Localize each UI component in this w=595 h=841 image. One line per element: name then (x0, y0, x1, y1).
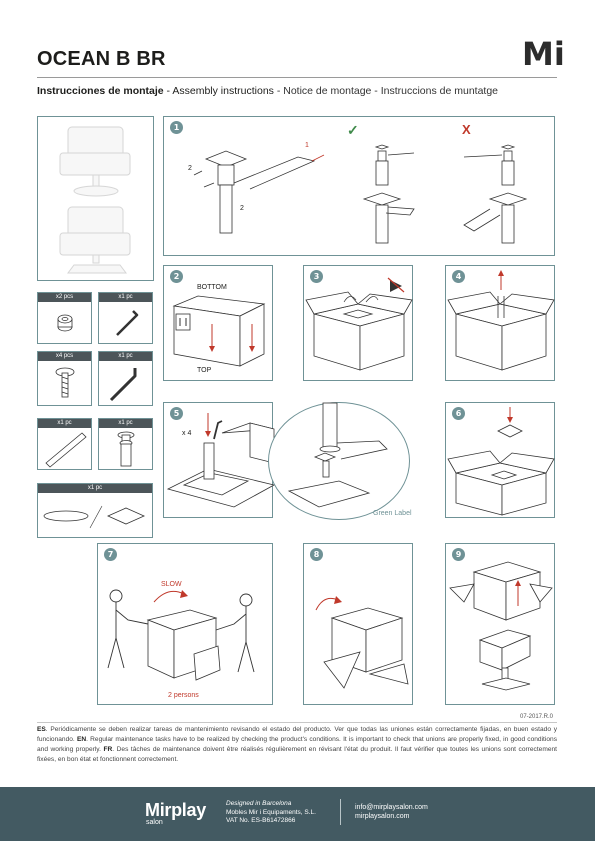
step-4-panel: 4 (445, 265, 555, 381)
footer-salon: salon (146, 819, 163, 826)
footer-website-link[interactable]: mirplaysalon.com (355, 813, 410, 820)
part-qty-label: x1 pc (38, 419, 91, 428)
sleeve-nut-icon (57, 314, 73, 332)
step-1-panel: 1 1 2 2 ✓ X (163, 116, 555, 256)
allen-key-small-icon (116, 310, 139, 336)
part-qty-label: x1 pc (99, 419, 152, 428)
bolt-icon (55, 367, 75, 398)
allen-key-large-icon (109, 368, 137, 402)
bottom-label: BOTTOM (197, 284, 227, 291)
mi-logo: Mi (522, 35, 565, 73)
step-8-illustration (315, 596, 409, 689)
step-4-open-box-illustration (447, 270, 555, 371)
footrest-icon (45, 432, 87, 468)
step-5-panel: 5 x 4 (163, 402, 276, 518)
footer-vat: VAT No. ES-B61472866 (226, 817, 296, 824)
step-number: 3 (310, 270, 323, 283)
maintenance-notice: ES. Periódicamente se deben realizar tar… (37, 725, 557, 765)
green-label-callout: Green Label (373, 510, 412, 517)
step-3-open-box-illustration (305, 277, 413, 371)
step-6-panel: 6 (445, 402, 555, 518)
subtitle: Instrucciones de montaje - Assembly inst… (37, 85, 498, 97)
step-8-panel: 8 (303, 543, 413, 705)
step-number: 5 (170, 407, 183, 420)
part-qty-label: x1 pc (38, 484, 152, 493)
step-9-panel: 9 (445, 543, 555, 705)
part-qty-label: x1 pc (99, 352, 152, 361)
header-divider (37, 77, 557, 78)
notice-en-tag: EN (76, 736, 87, 743)
step-number: 4 (452, 270, 465, 283)
callout-1: 1 (305, 142, 309, 149)
part-allen-key-large: x1 pc (98, 351, 153, 406)
detail-illustration (287, 402, 388, 508)
part-qty-label: x1 pc (99, 293, 152, 302)
notice-fr: . Des tâches de maintenance doivent être… (37, 746, 557, 763)
subtitle-other: - Notice de montage - Instruccions de mu… (276, 85, 499, 97)
part-sleeve-nuts: x2 pcs (37, 292, 92, 344)
notes-divider (37, 722, 557, 723)
base-plates-icon (43, 505, 145, 529)
part-bolts: x4 pcs (37, 351, 92, 406)
step-1-illustration (193, 144, 528, 244)
two-persons-label: 2 persons (168, 692, 199, 699)
step-5-illustration (166, 413, 276, 508)
subtitle-en: - Assembly instructions (163, 85, 277, 97)
hydraulic-pump-icon (117, 431, 135, 467)
slow-label: SLOW (161, 581, 182, 588)
part-hydraulic-pump: x1 pc (98, 418, 153, 470)
notice-fr-tag: FR (103, 746, 113, 753)
bolt-quantity: x 4 (182, 430, 192, 437)
footer-email-link[interactable]: info@mirplaysalon.com (355, 804, 428, 811)
step-number: 2 (170, 270, 183, 283)
footer-band: Mirplay salon Designed in Barcelona Mobl… (0, 787, 595, 841)
correct-check-icon: ✓ (347, 122, 359, 138)
footer-brand: Mirplay (145, 800, 206, 820)
footer-designed-in: Designed in Barcelona (226, 800, 292, 807)
step-2-box-illustration (172, 295, 266, 367)
notice-es-tag: ES (37, 726, 46, 733)
subtitle-es: Instrucciones de montaje (37, 85, 164, 97)
product-title: OCEAN B BR (37, 48, 166, 70)
part-qty-label: x2 pcs (38, 293, 91, 302)
part-base-plates: x1 pc (37, 483, 153, 538)
revision-code: 07-2017.R.0 (520, 714, 554, 720)
step-number: 7 (104, 548, 117, 561)
wrong-cross-icon: X (462, 122, 471, 137)
top-label: TOP (197, 367, 212, 374)
step-5-detail-circle: Green Label (268, 402, 412, 520)
step-9-illustration (449, 561, 553, 691)
step-7-illustration (107, 589, 255, 681)
step-6-illustration (447, 407, 555, 516)
step-2-panel: 2 BOTTOM TOP (163, 265, 273, 381)
step-number: 9 (452, 548, 465, 561)
step-number: 6 (452, 407, 465, 420)
step-7-panel: 7 SLOW 2 persons (97, 543, 273, 705)
step-number: 8 (310, 548, 323, 561)
chair-illustration (59, 126, 131, 274)
chair-preview-panel (37, 116, 154, 281)
notice-es: . Periódicamente se deben realizar tarea… (37, 726, 557, 743)
callout-2a: 2 (188, 165, 192, 172)
part-footrest: x1 pc (37, 418, 92, 470)
step-number: 1 (170, 121, 183, 134)
part-allen-key-small: x1 pc (98, 292, 153, 344)
step-3-panel: 3 (303, 265, 413, 381)
part-qty-label: x4 pcs (38, 352, 91, 361)
footer-company: Mobles Mir i Equipaments, S.L. (226, 809, 316, 816)
callout-2b: 2 (240, 205, 244, 212)
footer-divider (340, 799, 341, 825)
notice-en: . Regular maintenance tasks have to be r… (37, 736, 557, 753)
